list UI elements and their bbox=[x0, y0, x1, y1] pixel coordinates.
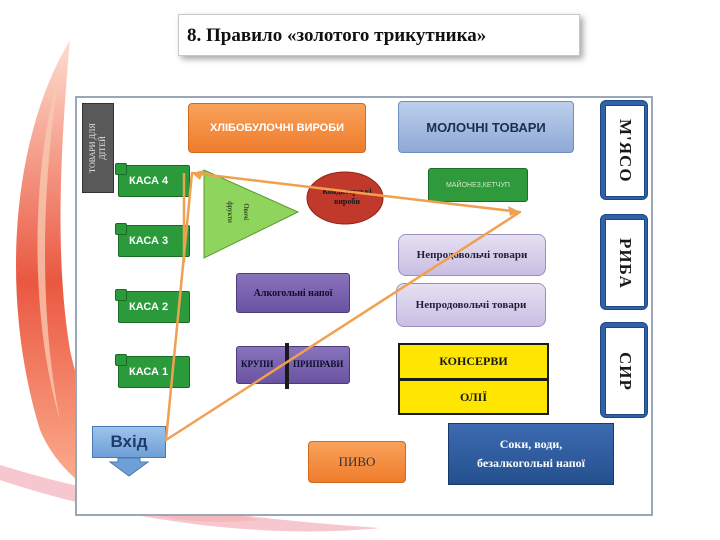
beer-label: ПИВО bbox=[338, 454, 376, 469]
oils-label: ОЛІЇ bbox=[459, 389, 488, 404]
oils-area: ОЛІЇ bbox=[398, 379, 549, 415]
entrance-arrow-icon bbox=[108, 457, 150, 477]
non-food-area-1: Непродовольчі товари bbox=[398, 234, 546, 276]
beer-area: ПИВО bbox=[308, 441, 406, 483]
non-food-area-2: Непродовольчі товари bbox=[396, 283, 546, 327]
triangle-arrowhead-top bbox=[192, 170, 204, 180]
checkout-3: КАСА 3 bbox=[115, 223, 190, 257]
produce-triangle bbox=[203, 169, 300, 259]
checkout-4: КАСА 4 bbox=[115, 163, 190, 197]
bakery-area: ХЛІБОБУЛОЧНІ ВИРОБИ bbox=[188, 103, 366, 153]
dairy-area: МОЛОЧНІ ТОВАРИ bbox=[398, 101, 574, 153]
meat-area: М'ЯСО bbox=[600, 100, 648, 200]
checkout-4-label: КАСА 4 bbox=[129, 175, 169, 187]
dairy-label: МОЛОЧНІ ТОВАРИ bbox=[426, 119, 546, 135]
juices-label-1: Соки, води, bbox=[499, 437, 563, 451]
canned-label: КОНСЕРВИ bbox=[439, 354, 508, 368]
checkout-1-label: КАСА 1 bbox=[129, 366, 169, 378]
fish-area: РИБА bbox=[600, 214, 648, 310]
cheese-label: СИР bbox=[616, 351, 635, 391]
canned-area: КОНСЕРВИ bbox=[398, 343, 549, 380]
produce-label-2: фрукти bbox=[226, 201, 234, 223]
confectionery-ellipse bbox=[306, 171, 384, 225]
entrance-label: Вхід bbox=[110, 432, 148, 451]
meat-label: М'ЯСО bbox=[616, 119, 635, 183]
fish-label: РИБА bbox=[616, 237, 635, 289]
non-food-label-2: Непродовольчі товари bbox=[415, 299, 527, 311]
cheese-area: СИР bbox=[600, 322, 648, 418]
bakery-label: ХЛІБОБУЛОЧНІ ВИРОБИ bbox=[209, 122, 345, 134]
alcohol-label: Алкогольні напої bbox=[253, 287, 333, 299]
juices-area: Соки, води, безалкогольні напої bbox=[448, 423, 614, 485]
juices-label-2: безалкогольні напої bbox=[477, 456, 585, 470]
mayonnaise-area: МАЙОНЕЗ,КЕТЧУП bbox=[428, 168, 528, 202]
cereals-spices-area: КРУПИ ПРИПРАВИ bbox=[236, 343, 350, 389]
childrens-goods-area: ТОВАРИ ДЛЯ ДІТЕЙ bbox=[82, 103, 114, 193]
checkout-2-label: КАСА 2 bbox=[129, 301, 169, 313]
cereals-divider bbox=[285, 343, 289, 389]
confectionery-label-2: вироби bbox=[334, 197, 360, 206]
spices-label: ПРИПРАВИ bbox=[293, 359, 344, 369]
checkout-3-label: КАСА 3 bbox=[129, 235, 169, 247]
produce-label-1: Овочі bbox=[242, 203, 250, 220]
checkout-1: КАСА 1 bbox=[115, 354, 190, 388]
page-title: 8. Правило «золотого трикутника» bbox=[178, 14, 580, 56]
mayonnaise-label: МАЙОНЕЗ,КЕТЧУП bbox=[446, 181, 510, 189]
golden-triangle bbox=[164, 171, 522, 442]
red-swoosh-inner bbox=[37, 70, 60, 420]
non-food-label-1: Непродовольчі товари bbox=[416, 249, 528, 261]
triangle-arrowhead-right bbox=[508, 206, 520, 216]
cereals-label: КРУПИ bbox=[241, 359, 274, 369]
entrance-area: Вхід bbox=[92, 426, 166, 458]
alcohol-area: Алкогольні напої bbox=[236, 273, 350, 313]
